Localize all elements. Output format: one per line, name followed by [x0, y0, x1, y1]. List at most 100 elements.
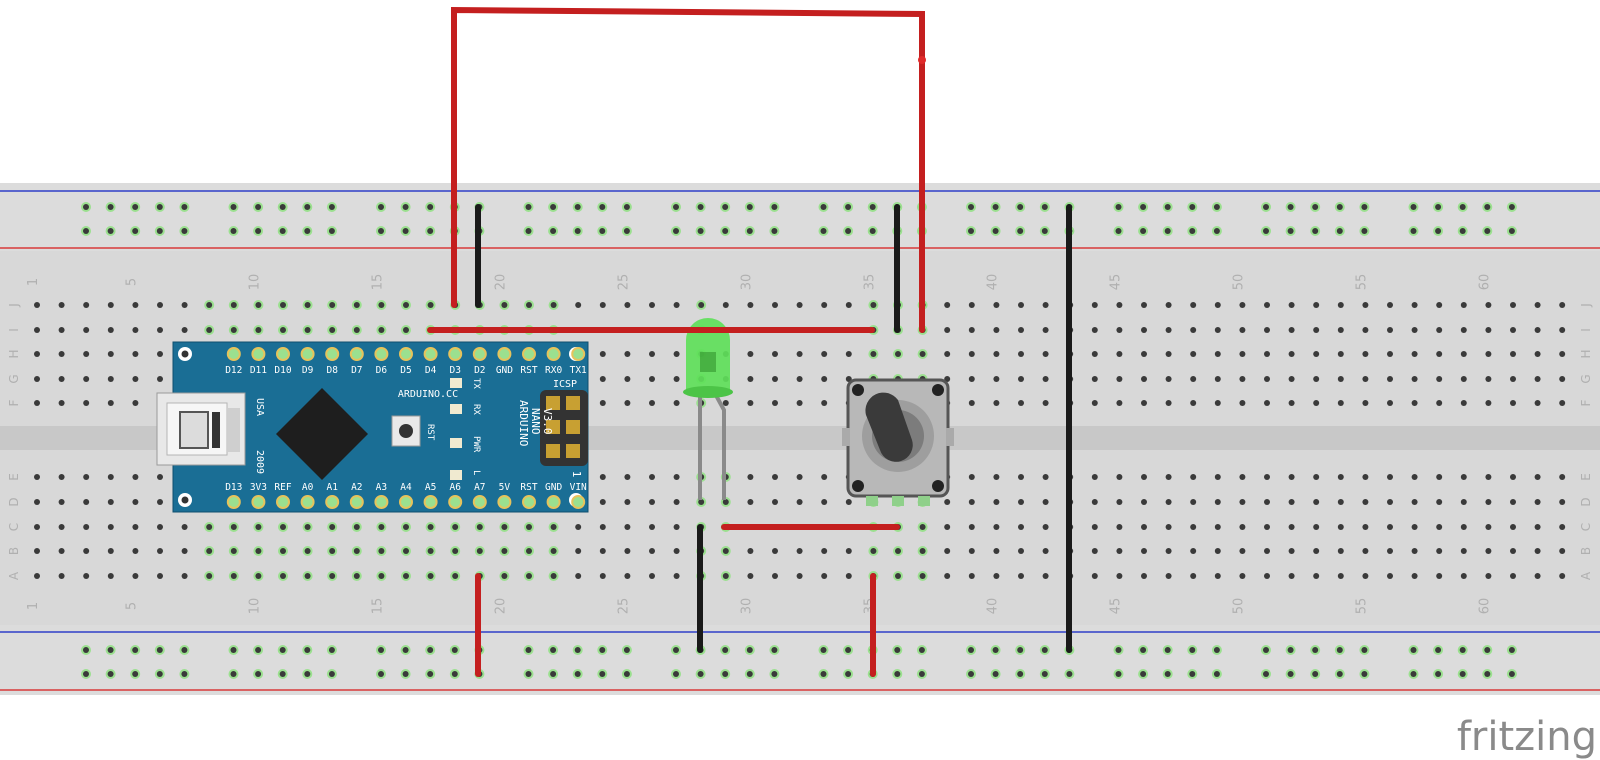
breadboard-hole [821, 474, 828, 480]
column-number: 40 [985, 598, 1000, 615]
breadboard-hole [1264, 327, 1270, 333]
model-line-3: V3.0 [541, 408, 554, 435]
breadboard-hole [181, 327, 188, 333]
breadboard-hole [1116, 524, 1123, 530]
arduino-pin [276, 495, 290, 509]
breadboard-hole [649, 548, 655, 554]
breadboard-hole [1264, 351, 1270, 357]
breadboard-hole [1411, 351, 1418, 357]
breadboard-hole [451, 647, 458, 653]
breadboard-hole [255, 228, 262, 234]
breadboard-hole [1534, 573, 1541, 579]
breadboard-hole [869, 204, 876, 210]
breadboard-hole [107, 376, 114, 382]
breadboard-hole [427, 647, 434, 653]
breadboard-hole [156, 671, 163, 677]
arduino-pin-label: D8 [326, 365, 338, 376]
breadboard-hole [1287, 647, 1294, 653]
breadboard-hole [1387, 302, 1393, 308]
breadboard-hole [1559, 474, 1566, 480]
breadboard-hole [1459, 204, 1466, 210]
breadboard-hole [1042, 327, 1049, 333]
arduino-pin-label: D9 [302, 365, 314, 376]
breadboard-hole [58, 376, 65, 382]
breadboard-hole [1042, 524, 1049, 530]
column-number: 55 [1354, 274, 1369, 291]
breadboard-hole [1387, 573, 1393, 579]
breadboard-hole [772, 573, 778, 579]
breadboard-hole [1508, 204, 1515, 210]
model-line-1: ARDUINO [517, 400, 530, 446]
model-line-2: NANO [529, 408, 542, 435]
breadboard-hole [993, 376, 1000, 382]
breadboard-hole [870, 548, 877, 554]
row-letter: H [7, 349, 21, 358]
breadboard-hole [378, 228, 384, 234]
breadboard-hole [1510, 302, 1516, 308]
breadboard-hole [599, 499, 606, 505]
breadboard-hole [1313, 573, 1320, 579]
pot-pin [866, 496, 878, 506]
arduino-pin-label: A4 [400, 482, 412, 493]
breadboard-hole [575, 573, 582, 579]
breadboard-hole [796, 474, 803, 480]
breadboard-hole [1091, 499, 1098, 505]
breadboard-hole [34, 327, 40, 333]
breadboard-hole [1141, 400, 1147, 406]
breadboard-hole [968, 671, 974, 677]
pot-corner [932, 384, 944, 396]
breadboard-hole [83, 302, 90, 308]
breadboard-hole [1018, 573, 1024, 579]
breadboard-hole [1165, 499, 1172, 505]
breadboard-hole [649, 302, 655, 308]
breadboard-hole [820, 647, 827, 653]
breadboard-hole [1510, 499, 1516, 505]
fritzing-watermark: fritzing [1457, 714, 1597, 760]
breadboard-hole [1313, 548, 1320, 554]
breadboard-hole [1018, 327, 1024, 333]
breadboard-hole [452, 548, 459, 554]
breadboard-hole [550, 548, 557, 554]
breadboard-hole [1041, 671, 1048, 677]
row-letter: D [1579, 497, 1593, 506]
breadboard-hole [279, 204, 286, 210]
year-label: 2009 [254, 450, 265, 474]
breadboard-hole [304, 573, 311, 579]
column-number: 20 [493, 274, 508, 291]
breadboard-hole [550, 671, 557, 677]
breadboard-hole [944, 524, 951, 530]
breadboard-top-rail-strip [0, 183, 1600, 251]
breadboard-hole [722, 228, 729, 234]
breadboard-hole [895, 351, 901, 357]
breadboard-hole [1190, 376, 1197, 382]
breadboard-hole [870, 302, 877, 308]
breadboard-hole [1214, 400, 1221, 406]
breadboard-hole [1190, 351, 1197, 357]
breadboard-hole [1018, 524, 1024, 530]
breadboard-hole [1534, 351, 1541, 357]
breadboard-hole [968, 228, 974, 234]
breadboard-hole [1264, 548, 1270, 554]
column-number: 5 [124, 602, 139, 610]
breadboard-hole [1141, 524, 1147, 530]
breadboard-hole [1017, 204, 1024, 210]
breadboard-hole [34, 573, 40, 579]
breadboard-hole [1312, 647, 1319, 653]
breadboard-hole [1141, 327, 1147, 333]
breadboard-hole [624, 474, 631, 480]
breadboard-hole [1411, 400, 1418, 406]
breadboard-hole [83, 548, 90, 554]
breadboard-hole [526, 524, 532, 530]
breadboard-hole [230, 647, 237, 653]
breadboard-hole [1510, 351, 1516, 357]
breadboard-hole [820, 671, 827, 677]
row-letter: J [7, 303, 21, 308]
breadboard-hole [550, 204, 557, 210]
breadboard-hole [427, 302, 434, 308]
breadboard-hole [624, 524, 631, 530]
breadboard-hole [1410, 228, 1417, 234]
breadboard-hole [1534, 327, 1541, 333]
row-letter: G [1579, 374, 1593, 383]
breadboard-hole [1141, 302, 1147, 308]
breadboard-hole [1559, 573, 1566, 579]
